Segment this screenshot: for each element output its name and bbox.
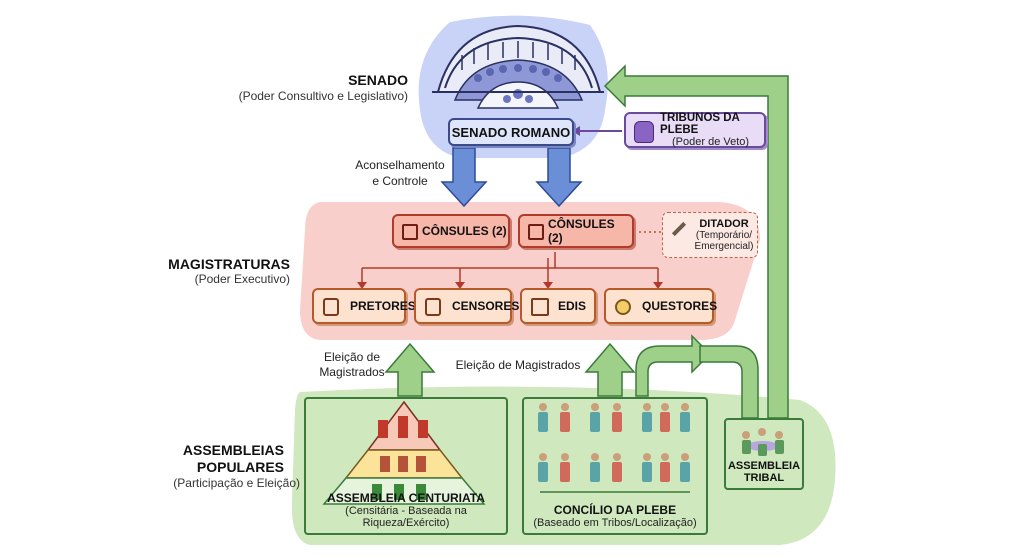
senate-building-illustration xyxy=(432,24,604,109)
green-arrow-to-senate xyxy=(603,64,789,419)
blue-arrow-left xyxy=(440,147,488,208)
sword-icon xyxy=(671,221,687,237)
plebe-subtitle: (Baseado em Tribos/Localização) xyxy=(533,517,697,529)
senado-section-subtitle: (Poder Consultivo e Legislativo) xyxy=(238,89,408,103)
consules-label-1: CÔNSULES (2) xyxy=(422,224,507,238)
ditador-subtitle-1: (Temporário/ xyxy=(695,230,753,241)
assembleia-centuriata-box: ASSEMBLEIA CENTURIATA (Censitária - Base… xyxy=(304,397,508,535)
coins-icon xyxy=(615,299,631,315)
blue-arrow-right xyxy=(535,147,583,208)
aconselhamento-label: Aconselhamento xyxy=(355,158,445,172)
magistraturas-section-title: MAGISTRATURAS xyxy=(168,256,290,272)
pyramid-illustration xyxy=(322,400,486,505)
concilio-plebe-box: CONCÍLIO DA PLEBE (Baseado em Tribos/Loc… xyxy=(522,397,708,535)
ditador-subtitle-2: Emergencial) xyxy=(694,241,754,252)
office-label-censores: CENSORES xyxy=(452,299,520,313)
eleicao-left-label-2: Magistrados xyxy=(319,365,385,379)
scroll-icon xyxy=(425,298,441,316)
assembleias-section-title-2: POPULARES xyxy=(196,459,284,475)
ditador-title: DITADOR xyxy=(699,218,749,230)
green-arrow-tribal-link xyxy=(699,345,759,419)
tribunos-title: TRIBUNOS DA PLEBE xyxy=(660,112,740,136)
assembleia-tribal-box: ASSEMBLEIA TRIBAL xyxy=(724,418,804,490)
centuriata-title: ASSEMBLEIA CENTURIATA xyxy=(327,491,485,505)
assembleias-section-title-1: ASSEMBLEIAS xyxy=(182,442,284,458)
tribunos-subtitle: (Poder de Veto) xyxy=(672,136,750,148)
senado-romano-label: SENADO ROMANO xyxy=(451,124,571,140)
green-arrow-tribal xyxy=(635,334,712,397)
office-questores: QUESTORES xyxy=(604,288,718,324)
green-arrow-centuriata xyxy=(384,342,436,397)
tribunos-box: TRIBUNOS DA PLEBE (Poder de Veto) xyxy=(624,112,766,148)
curule-chair-icon xyxy=(402,224,418,240)
plebe-crowd-illustration xyxy=(538,403,690,493)
eleicao-mid-label: Eleição de Magistrados xyxy=(455,358,581,372)
consul-branch-lines xyxy=(361,252,659,284)
tribal-label-2: TRIBAL xyxy=(743,472,785,484)
office-label-questores: QUESTORES xyxy=(642,299,718,313)
office-pretores: PRETORES xyxy=(312,288,416,324)
consules-box-2: CÔNSULES (2) xyxy=(518,214,634,248)
magistraturas-section-subtitle: (Poder Executivo) xyxy=(194,272,290,286)
ditador-box: DITADOR (Temporário/ Emergencial) xyxy=(662,212,758,258)
centuriata-subtitle: (Censitária - Baseada na Riqueza/Exércit… xyxy=(345,505,467,529)
curule-chair-icon xyxy=(528,224,544,240)
senado-section-title: SENADO xyxy=(348,72,408,88)
office-label-pretores: PRETORES xyxy=(350,299,416,313)
senado-romano-box: SENADO ROMANO xyxy=(448,118,574,146)
temple-icon xyxy=(531,298,549,316)
consules-box-1: CÔNSULES (2) xyxy=(392,214,510,248)
tribal-label-1: ASSEMBLEIA xyxy=(727,460,801,472)
office-label-edis: EDIS xyxy=(558,299,587,313)
consules-label-2: CÔNSULES (2) xyxy=(548,217,615,245)
green-arrow-plebe xyxy=(584,342,636,397)
office-censores: CENSORES xyxy=(414,288,519,324)
tribal-group-illustration xyxy=(742,428,784,456)
assembleias-section-subtitle: (Participação e Eleição) xyxy=(173,476,300,490)
hand-stop-icon xyxy=(634,121,654,143)
eleicao-left-label-1: Eleição de xyxy=(323,350,381,364)
fasces-icon xyxy=(323,298,339,316)
plebe-title: CONCÍLIO DA PLEBE xyxy=(553,503,677,517)
office-edis: EDIS xyxy=(520,288,596,324)
controle-label: e Controle xyxy=(372,174,428,188)
